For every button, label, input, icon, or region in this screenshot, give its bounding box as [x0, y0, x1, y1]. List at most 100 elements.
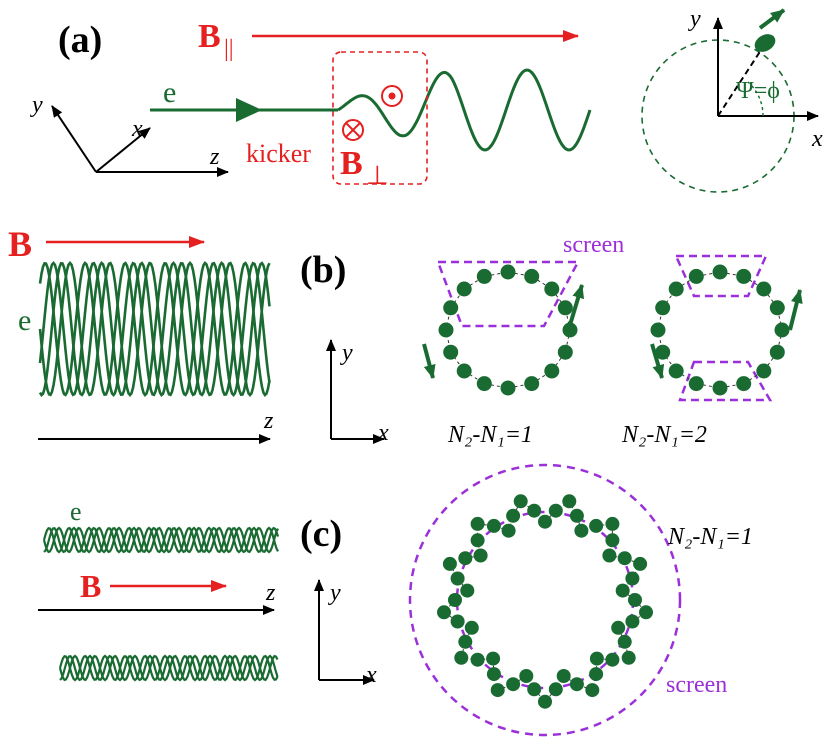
helix-b-strand-1 — [38, 260, 271, 398]
panel-a: (a) B || y x z e kicker B — [30, 6, 823, 193]
panel-b-label: (b) — [300, 249, 346, 291]
ring-c-dot — [454, 650, 469, 665]
orbit-dots-ring-c — [437, 494, 653, 709]
ring-b2-dot — [655, 344, 671, 360]
ring-b2-dot — [688, 376, 704, 392]
ring-c-dot — [569, 508, 584, 523]
ring-c-dot — [605, 516, 620, 531]
ring-b2-dot — [668, 363, 684, 379]
inset-y-label: y — [688, 6, 701, 32]
ring-c-dot — [569, 677, 584, 692]
ring-c-dot — [562, 494, 577, 509]
ring-c-dot — [513, 494, 528, 509]
ring-c-dot — [556, 669, 571, 683]
phase-inset: y x Ψ=ϕ — [641, 6, 823, 193]
panel-c: e B z (c) y x N₂-N₁=1 screen — [38, 463, 753, 737]
case-label-c: N₂-N₁=1 — [667, 524, 753, 550]
screen-trapezoid-2-top — [674, 254, 768, 298]
ring-b1-dot — [524, 376, 540, 392]
ring-b2-dot — [756, 281, 772, 297]
screen-label-c: screen — [666, 672, 727, 698]
x-axis-label: x — [131, 116, 143, 142]
helix-c-top-strand-1 — [42, 526, 279, 554]
panel-b: B e z (b) y x screen N₂-N₁=1 N₂-N₁=2 — [8, 224, 803, 448]
b-parallel-subscript: || — [224, 36, 234, 62]
ring-b2-dot — [712, 380, 728, 396]
ring-c-dot — [605, 652, 620, 667]
case-label-1: N₂-N₁=1 — [447, 422, 533, 448]
ring-b2-dot — [688, 268, 704, 284]
ring-c-dot — [548, 503, 563, 518]
electron-label-b: e — [18, 304, 31, 337]
ring-c-dot — [538, 514, 552, 529]
ring-c-dot — [633, 556, 648, 571]
electron-label-c: e — [70, 497, 82, 526]
ring-c-dot — [589, 667, 604, 682]
ring-b1-dot — [476, 376, 492, 392]
ring-b1-dot — [500, 264, 516, 280]
ring-b1-dot — [557, 300, 573, 316]
ring-c-dot — [617, 634, 632, 649]
x-axis-line — [95, 127, 151, 173]
rotation-arrow-2b — [650, 343, 665, 379]
ring-c-dot — [450, 614, 465, 629]
rotation-arrow-1b — [422, 343, 436, 379]
screen-trapezoid-2-bottom — [678, 360, 773, 402]
ring-c-dot — [527, 682, 542, 697]
ring-b2-dot — [655, 300, 671, 316]
screen-label-b: screen — [563, 232, 624, 258]
rotation-arrow-1a — [568, 284, 585, 326]
ring-b1-dot — [443, 344, 459, 360]
y-axis-line — [51, 105, 97, 173]
panel-a-label: (a) — [58, 19, 102, 61]
z-axis-label: z — [209, 144, 220, 170]
ring-c-dot — [621, 650, 636, 665]
ring-c-path — [443, 500, 647, 703]
ring-c-dot — [486, 518, 501, 533]
ring-c-dot — [605, 533, 620, 548]
ring-c-dot — [589, 518, 604, 533]
ring-b2-dot — [736, 268, 752, 284]
ring-c-dot — [486, 667, 501, 682]
helical-trajectory-wave — [337, 68, 592, 152]
field-into-page-icon — [342, 119, 364, 141]
ring-c-dot — [490, 683, 505, 698]
ring-c-dot — [450, 571, 465, 586]
kicker-label: kicker — [246, 139, 311, 168]
ring-c-dot — [470, 652, 485, 667]
ring-c-dot — [470, 533, 485, 548]
ring-c-dot — [628, 593, 642, 607]
phase-arc — [747, 81, 764, 117]
ring-b1-dot — [456, 363, 472, 379]
ring-c-dot — [617, 551, 632, 566]
b-perp-subscript: ⊥ — [366, 161, 389, 190]
ring-b1-dot — [443, 300, 459, 316]
z-axis-label-c: z — [265, 580, 276, 606]
ring-b2-dot — [774, 322, 790, 338]
helix-b-strand-2 — [38, 261, 271, 397]
ring-c-dot — [448, 593, 462, 607]
ring-b2-dot — [769, 344, 785, 360]
ring-c-dot — [625, 614, 640, 629]
ring-b2-dot — [668, 281, 684, 297]
ring-b1-dot — [438, 322, 454, 338]
ring-c-dot — [501, 523, 516, 538]
ring-c-dot — [470, 516, 485, 531]
kicker-region — [332, 51, 428, 185]
y-axis-label-c: y — [328, 580, 341, 606]
helix-c-bottom-strand-2 — [59, 654, 279, 682]
helix-c-top-strand-3 — [42, 526, 279, 554]
phase-radius — [717, 46, 764, 117]
field-out-of-page-icon — [381, 85, 403, 107]
ring-c-dot — [519, 669, 534, 683]
ring-c-dot — [486, 651, 501, 666]
ring-b1-dot — [476, 268, 492, 284]
y-axis-label-b: y — [340, 340, 353, 366]
ring-c-dot — [585, 683, 600, 698]
ring-c-dot — [473, 548, 488, 563]
ring-b1-dot — [456, 281, 472, 297]
ring-b1-dot — [500, 380, 516, 396]
ring-c-dot — [625, 571, 640, 586]
b-parallel-label: B — [198, 18, 221, 55]
rotation-arrow-2a — [788, 289, 803, 331]
